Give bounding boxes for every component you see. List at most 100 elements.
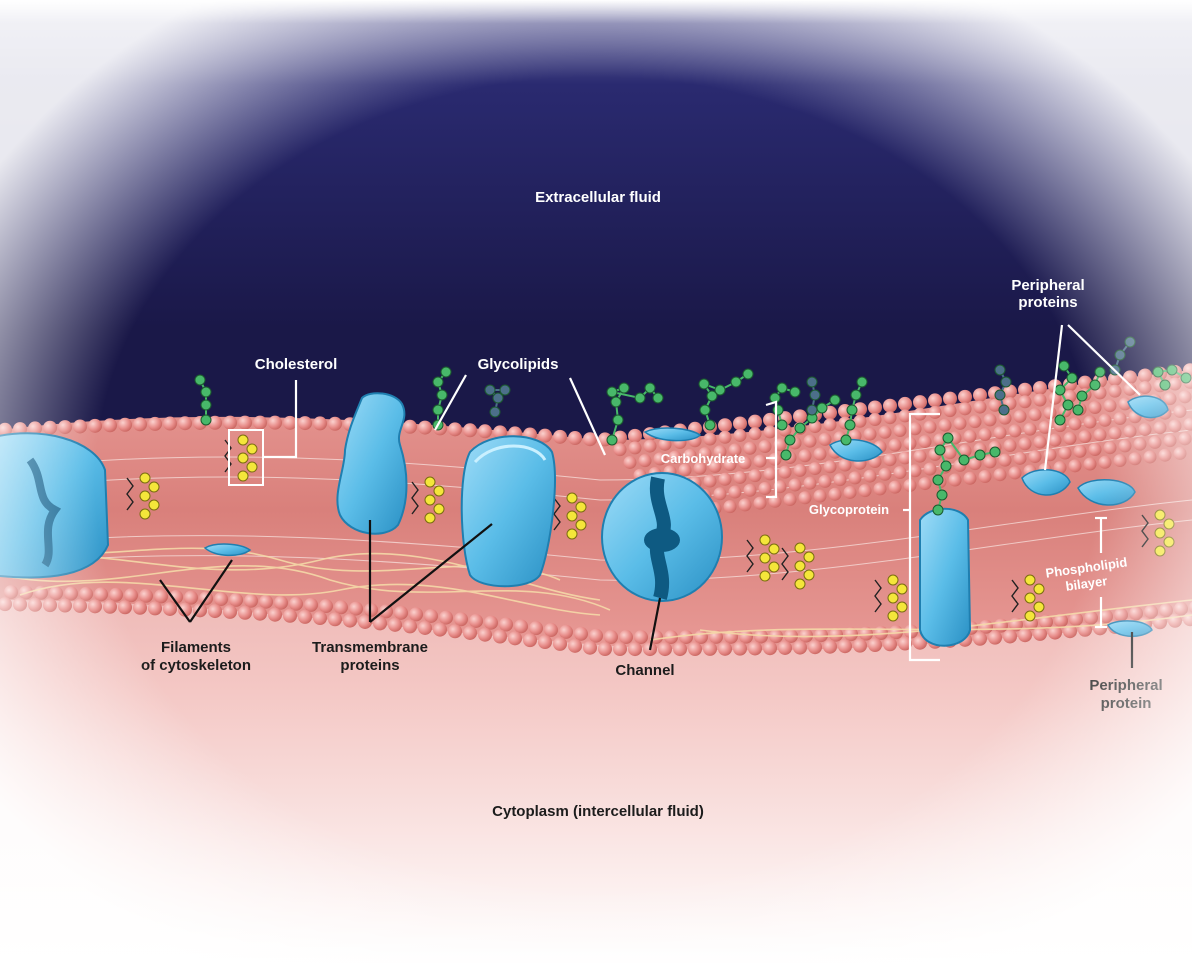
phospholipid-head: [734, 429, 747, 442]
sugar-unit: [433, 405, 443, 415]
phospholipid-head: [824, 418, 837, 431]
sugar-unit: [705, 420, 715, 430]
phospholipid-head: [283, 609, 297, 623]
phospholipid-head: [779, 466, 792, 479]
phospholipid-head: [944, 404, 957, 417]
cholesterol-ring: [888, 593, 898, 603]
phospholipid-head: [919, 435, 932, 448]
sugar-unit: [841, 435, 851, 445]
glycoprotein: [920, 509, 970, 646]
phospholipid-head: [793, 641, 807, 655]
phospholipid-head: [1034, 435, 1047, 448]
phospholipid-head: [49, 586, 63, 600]
phospholipid-head: [703, 642, 717, 656]
sugar-unit: [830, 395, 840, 405]
phospholipid-head: [1014, 452, 1027, 465]
cholesterol-ring: [425, 495, 435, 505]
phospholipid-head: [613, 642, 627, 656]
cholesterol-ring: [1034, 602, 1044, 612]
phospholipid-head: [1089, 401, 1102, 414]
phospholipid-head: [1089, 443, 1102, 456]
phospholipid-head: [759, 440, 772, 453]
sugar-unit: [777, 420, 787, 430]
phospholipid-head: [433, 623, 447, 637]
phospholipid-head: [454, 612, 468, 626]
phospholipid-head: [814, 628, 828, 642]
phospholipid-head: [874, 482, 887, 495]
phospholipid-head: [133, 601, 147, 615]
sugar-unit: [441, 367, 451, 377]
phospholipid-head: [879, 426, 892, 439]
phospholipid-head: [1134, 438, 1147, 451]
sugar-unit: [785, 435, 795, 445]
phospholipid-head: [729, 486, 742, 499]
sugar-unit: [851, 390, 861, 400]
transmembrane-protein-2: [462, 436, 555, 586]
phospholipid-head: [139, 589, 153, 603]
phospholipid-head: [1094, 428, 1107, 441]
phospholipid-head: [894, 466, 907, 479]
phospholipid-head: [854, 415, 867, 428]
phospholipid-head: [1129, 452, 1142, 465]
phospholipid-head: [969, 415, 982, 428]
phospholipid-head: [869, 413, 882, 426]
phospholipid-head: [634, 630, 648, 644]
phospholipid-head: [739, 498, 752, 511]
cholesterol-ring: [247, 462, 257, 472]
sugar-unit: [1115, 350, 1125, 360]
phospholipid-head: [834, 473, 847, 486]
phospholipid-head: [244, 594, 258, 608]
sugar-unit: [1059, 361, 1069, 371]
phospholipid-head: [959, 402, 972, 415]
phospholipid-head: [1104, 399, 1117, 412]
sugar-unit: [933, 475, 943, 485]
cholesterol-ring: [760, 535, 770, 545]
phospholipid-head: [979, 428, 992, 441]
glycolipids-label: Glycolipids: [478, 356, 559, 373]
phospholipid-head: [754, 497, 767, 510]
phospholipid-head: [238, 416, 252, 430]
phospholipid-head: [859, 484, 872, 497]
sugar-unit: [195, 375, 205, 385]
phospholipid-head: [913, 395, 927, 409]
sugar-unit: [611, 397, 621, 407]
cholesterol-ring: [795, 561, 805, 571]
phospholipid-head: [259, 595, 273, 609]
phospholipid-head: [1109, 427, 1122, 440]
sugar-unit: [613, 415, 623, 425]
cholesterol-ring: [795, 579, 805, 589]
cholesterol-ring: [1155, 546, 1165, 556]
cholesterol-ring: [1034, 584, 1044, 594]
phospholipid-head: [133, 417, 147, 431]
cholesterol-ring: [140, 473, 150, 483]
phospholipid-head: [424, 609, 438, 623]
phospholipid-head: [644, 440, 657, 453]
phospholipid-head: [328, 612, 342, 626]
phospholipid-head: [853, 639, 867, 653]
phospholipid-head: [838, 639, 852, 653]
sugar-unit: [975, 450, 985, 460]
phospholipid-head: [759, 482, 772, 495]
phospholipid-head: [508, 631, 522, 645]
phospholipid-head: [844, 486, 857, 499]
sugar-unit: [995, 365, 1005, 375]
cytoplasm-label: Cytoplasm (intercellular fluid): [492, 803, 704, 820]
phospholipid-head: [4, 585, 18, 599]
phospholipid-head: [43, 421, 57, 435]
phospholipid-head: [733, 642, 747, 656]
phospholipid-head: [994, 426, 1007, 439]
phospholipid-head: [988, 631, 1002, 645]
sugar-unit: [990, 447, 1000, 457]
phospholipid-head: [328, 417, 342, 431]
sugar-unit: [715, 385, 725, 395]
sugar-unit: [1001, 377, 1011, 387]
filaments-label-line1: Filaments: [161, 639, 231, 656]
phospholipid-head: [734, 471, 747, 484]
phospholipid-head: [954, 417, 967, 430]
phospholipid-head: [538, 635, 552, 649]
phospholipid-head: [478, 424, 492, 438]
sugar-unit: [847, 405, 857, 415]
phospholipid-head: [1174, 405, 1187, 418]
phospholipid-head: [463, 423, 477, 437]
